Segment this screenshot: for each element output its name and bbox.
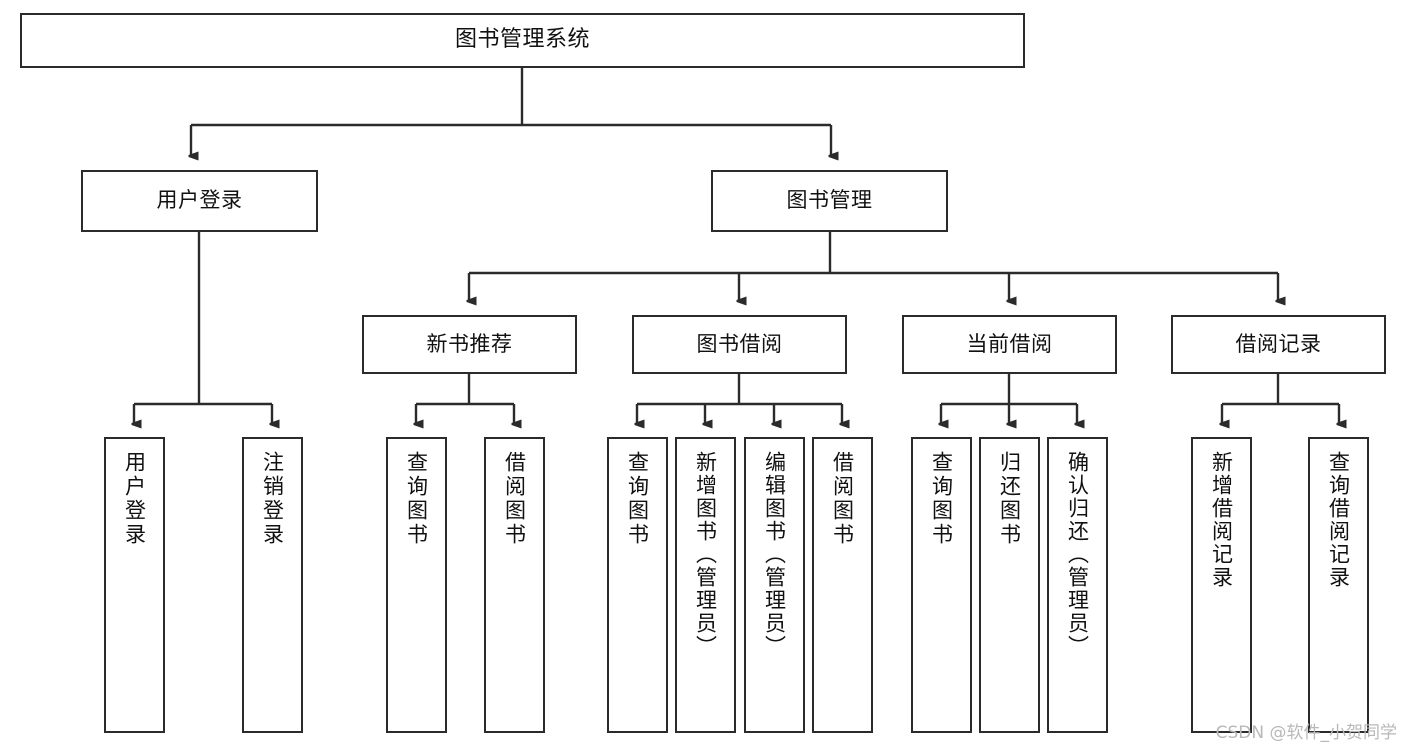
node-book-borrow[interactable]: 图书借阅 (632, 315, 847, 374)
node-leaf-borrow-book-label: 借阅图书 (830, 451, 855, 547)
node-book-management-label: 图书管理 (786, 188, 873, 213)
node-borrow-record-label: 借阅记录 (1235, 331, 1322, 356)
node-leaf-confirm-return-admin-label: 确认归还（管理员） (1065, 451, 1090, 658)
node-leaf-edit-book-admin-label: 编辑图书（管理员） (762, 451, 787, 658)
node-leaf-add-borrow-record[interactable]: 新增借阅记录 (1191, 437, 1252, 733)
node-leaf-logout-label: 注销登录 (260, 451, 285, 547)
node-leaf-query-book-borrow[interactable]: 查询图书 (607, 437, 668, 733)
node-leaf-query-book-new-label: 查询图书 (404, 451, 429, 547)
node-leaf-user-login[interactable]: 用户登录 (104, 437, 165, 733)
node-root[interactable]: 图书管理系统 (20, 13, 1025, 68)
node-current-borrow-label: 当前借阅 (966, 331, 1053, 356)
node-new-book-recommend-label: 新书推荐 (426, 331, 513, 356)
node-leaf-borrow-book-new[interactable]: 借阅图书 (484, 437, 545, 733)
node-leaf-return-book-label: 归还图书 (997, 451, 1022, 547)
node-new-book-recommend[interactable]: 新书推荐 (362, 315, 577, 374)
node-leaf-add-book-admin[interactable]: 新增图书（管理员） (675, 437, 736, 733)
node-leaf-confirm-return-admin[interactable]: 确认归还（管理员） (1047, 437, 1108, 733)
node-user-login[interactable]: 用户登录 (81, 170, 318, 232)
node-leaf-query-borrow-record-label: 查询借阅记录 (1326, 451, 1351, 589)
node-book-management[interactable]: 图书管理 (711, 170, 948, 232)
watermark-text: CSDN @软件_小贺同学 (1215, 723, 1397, 743)
node-borrow-record[interactable]: 借阅记录 (1171, 315, 1386, 374)
node-leaf-query-book-new[interactable]: 查询图书 (386, 437, 447, 733)
node-user-login-label: 用户登录 (156, 188, 243, 213)
node-root-label: 图书管理系统 (454, 27, 590, 53)
node-leaf-query-book-current-label: 查询图书 (929, 451, 954, 547)
node-leaf-user-login-label: 用户登录 (122, 451, 147, 547)
node-leaf-logout[interactable]: 注销登录 (242, 437, 303, 733)
node-book-borrow-label: 图书借阅 (696, 331, 783, 356)
node-leaf-borrow-book-new-label: 借阅图书 (502, 451, 527, 547)
node-leaf-borrow-book[interactable]: 借阅图书 (812, 437, 873, 733)
node-leaf-query-book-current[interactable]: 查询图书 (911, 437, 972, 733)
node-leaf-return-book[interactable]: 归还图书 (979, 437, 1040, 733)
node-leaf-query-borrow-record[interactable]: 查询借阅记录 (1308, 437, 1369, 733)
node-leaf-edit-book-admin[interactable]: 编辑图书（管理员） (744, 437, 805, 733)
node-leaf-add-book-admin-label: 新增图书（管理员） (693, 451, 718, 658)
node-leaf-add-borrow-record-label: 新增借阅记录 (1209, 451, 1234, 589)
node-leaf-query-book-borrow-label: 查询图书 (625, 451, 650, 547)
node-current-borrow[interactable]: 当前借阅 (902, 315, 1117, 374)
